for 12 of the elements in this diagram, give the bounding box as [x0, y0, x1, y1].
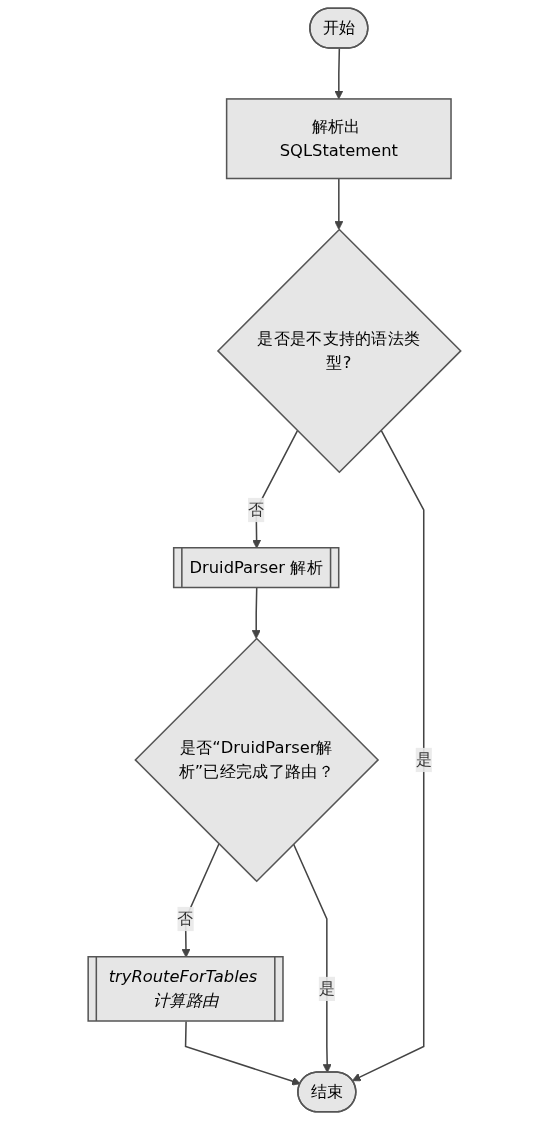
- arrow: [352, 429, 425, 1082]
- node-diamond: 是否“DruidParser解析”已经完成了路由？: [134, 637, 380, 883]
- arrow: [251, 587, 261, 639]
- arrow: [334, 47, 344, 100]
- edge-label: 是: [318, 978, 336, 999]
- edge-label: 是: [415, 749, 432, 770]
- node-box: 解析出 SQLStatement: [225, 98, 452, 180]
- arrow: [334, 177, 344, 230]
- arrow: [292, 843, 332, 1073]
- edge-label: 否: [248, 499, 265, 520]
- node-diamond: 是否是不支持的语法类型?: [216, 228, 462, 474]
- edge-label: 否: [177, 908, 194, 929]
